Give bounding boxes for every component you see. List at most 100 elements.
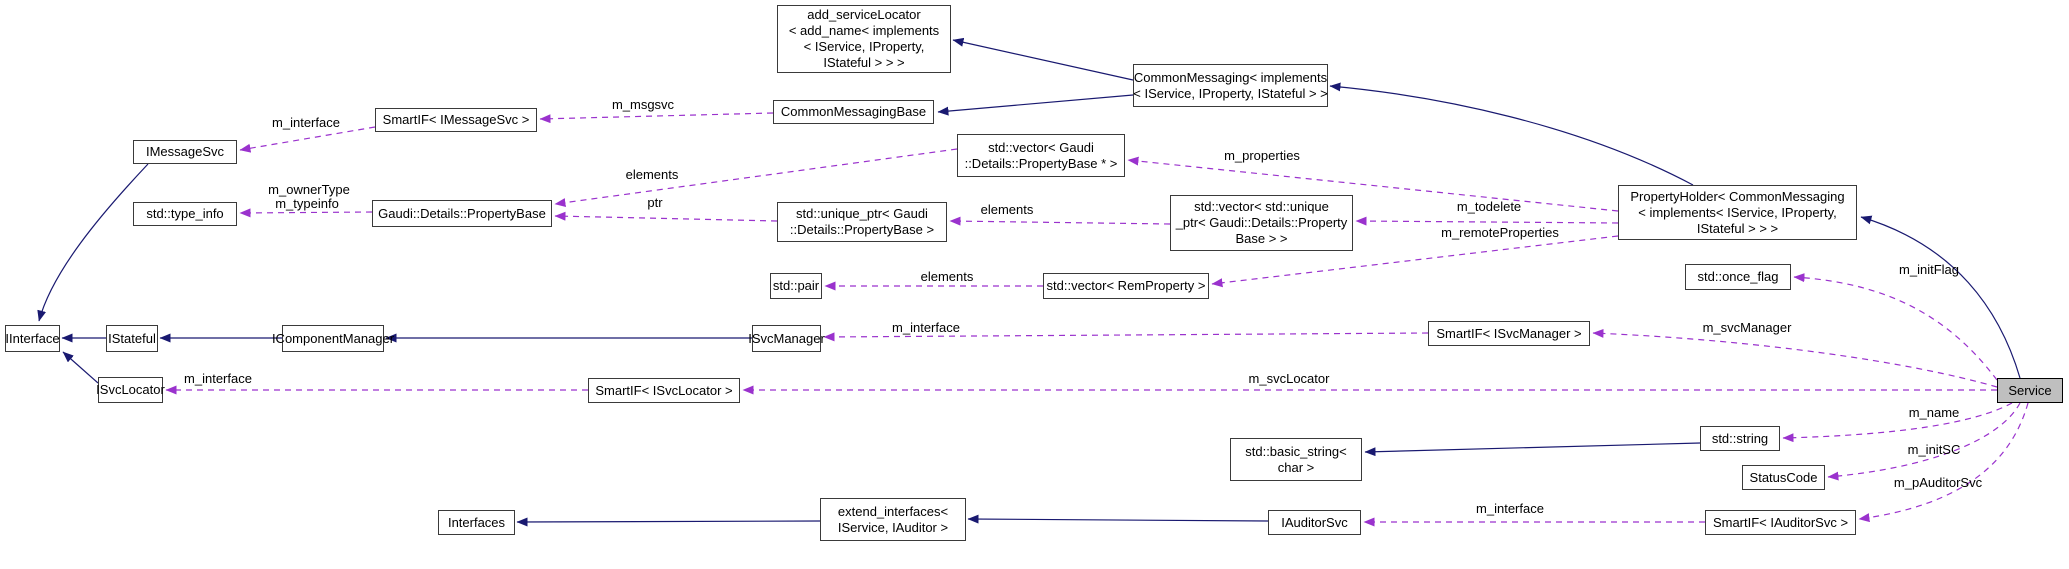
- node-label-line: IStateful > > >: [1696, 220, 1779, 236]
- edge-std-string-to-basic-string: [1364, 442, 1701, 457]
- node-basic-string: std::basic_string<char >: [1230, 438, 1362, 481]
- edge-label-m_pAuditorSvc: m_pAuditorSvc: [1893, 475, 1983, 490]
- edge-vector-unique-ptr-to-unique-ptr-propertybase: [949, 216, 1171, 226]
- node-add-servicelocator[interactable]: add_serviceLocator< add_name< implements…: [777, 5, 951, 73]
- node-icomponentmanager[interactable]: IComponentManager: [272, 325, 394, 352]
- edge-service-to-propertyholder: [1860, 215, 2021, 379]
- edge-isvclocator-to-iinterface: [62, 351, 99, 384]
- node-label-line: Service: [2008, 382, 2052, 398]
- node-common-messaging[interactable]: CommonMessaging< implements< IService, I…: [1133, 64, 1328, 107]
- edge-label-m_todelete: m_todelete: [1456, 199, 1522, 214]
- edge-label-m_name: m_name: [1908, 405, 1960, 420]
- edge-service-to-smartif-isvcmanager: [1592, 328, 1998, 388]
- edge-service-to-std-once-flag: [1793, 273, 1998, 381]
- node-label-line: CommonMessagingBase: [780, 104, 927, 119]
- node-iauditorsvc[interactable]: IAuditorSvc: [1268, 510, 1361, 535]
- node-interfaces[interactable]: Interfaces: [438, 510, 515, 535]
- node-label-line: std::unique_ptr< Gaudi: [796, 206, 928, 221]
- edge-label-m_remoteProperties: m_remoteProperties: [1441, 225, 1559, 240]
- edge-propertyholder-to-vector-unique-ptr: [1355, 216, 1619, 226]
- edge-service-to-statuscode: [1827, 402, 2021, 481]
- node-label-line: SmartIF< IAuditorSvc >: [1712, 514, 1849, 530]
- node-label-line: SmartIF< ISvcManager >: [1436, 325, 1582, 341]
- node-smartif-iauditorsvc[interactable]: SmartIF< IAuditorSvc >: [1705, 510, 1856, 535]
- edge-label-m_initSC: m_initSC: [1907, 442, 1961, 457]
- node-label-line: extend_interfaces<: [837, 503, 949, 519]
- node-label-line: ISvcLocator: [96, 382, 165, 397]
- node-statuscode[interactable]: StatusCode: [1742, 465, 1825, 490]
- node-label-line: IInterface: [5, 330, 60, 346]
- node-label-line: CommonMessaging< implements: [1133, 69, 1328, 85]
- edge-label-elements: elements: [625, 167, 679, 182]
- node-imessagesvc[interactable]: IMessageSvc: [133, 140, 237, 164]
- node-smartif-isvcmanager[interactable]: SmartIF< ISvcManager >: [1428, 321, 1590, 346]
- edge-label-m_typeinfo: m_typeinfo: [275, 196, 339, 211]
- node-label-line: SmartIF< IMessageSvc >: [382, 112, 530, 127]
- node-label-line: std::once_flag: [1697, 269, 1779, 284]
- node-label-line: Gaudi::Details::PropertyBase: [378, 205, 546, 221]
- node-smartif-isvclocator[interactable]: SmartIF< ISvcLocator >: [588, 378, 740, 403]
- node-propertyholder[interactable]: PropertyHolder< CommonMessaging< impleme…: [1618, 185, 1857, 240]
- edge-common-messaging-to-add-servicelocator: [952, 37, 1134, 81]
- node-smartif-imessagesvc[interactable]: SmartIF< IMessageSvc >: [375, 108, 537, 132]
- node-label-line: std::basic_string<: [1245, 443, 1347, 459]
- node-iinterface[interactable]: IInterface: [5, 325, 60, 352]
- edge-label-elements: elements: [980, 202, 1034, 217]
- node-label-line: std::vector< Gaudi: [988, 139, 1094, 155]
- node-label-line: std::pair: [772, 278, 820, 293]
- node-label-line: std::vector< std::unique: [1194, 199, 1329, 214]
- node-label-line: SmartIF< ISvcLocator >: [595, 382, 733, 398]
- node-std-pair: std::pair: [770, 273, 822, 299]
- edge-gaudi-propertybase-to-std-type-info: [239, 208, 373, 218]
- edge-label-m_msgsvc: m_msgsvc: [611, 97, 675, 112]
- node-label-line: IService, IAuditor >: [837, 519, 949, 535]
- node-label-line: IStateful > > >: [823, 55, 905, 70]
- node-unique-ptr-propertybase: std::unique_ptr< Gaudi::Details::Propert…: [777, 202, 947, 242]
- node-istateful[interactable]: IStateful: [106, 325, 158, 352]
- node-label-line: IAuditorSvc: [1281, 514, 1348, 530]
- edge-label-m_initFlag: m_initFlag: [1899, 262, 1959, 277]
- edge-imessagesvc-to-iinterface: [37, 163, 149, 322]
- node-label-line: < add_name< implements: [788, 23, 940, 38]
- node-label-line: std::vector< RemProperty >: [1046, 278, 1206, 293]
- edge-smartif-isvcmanager-to-isvcmanager: [823, 332, 1429, 342]
- node-isvcmanager[interactable]: ISvcManager: [748, 325, 825, 352]
- node-label-line: < implements< IService, IProperty,: [1638, 204, 1837, 220]
- edge-label-m_interface: m_interface: [272, 115, 340, 130]
- edge-extend-interfaces-to-interfaces: [516, 517, 821, 527]
- node-std-string: std::string: [1700, 426, 1780, 451]
- node-label-line: add_serviceLocator: [807, 7, 921, 22]
- edge-iauditorsvc-to-extend-interfaces: [967, 514, 1269, 524]
- edge-label-m_interface: m_interface: [184, 371, 252, 386]
- node-label-line: ISvcManager: [748, 330, 825, 346]
- node-label-line: std::string: [1711, 430, 1769, 446]
- edge-propertyholder-to-vector-propertybase-ptr: [1127, 156, 1619, 212]
- node-common-messaging-base[interactable]: CommonMessagingBase: [773, 100, 934, 124]
- edge-propertyholder-to-vector-remproperty: [1211, 235, 1619, 288]
- node-vector-unique-ptr: std::vector< std::unique_ptr< Gaudi::Det…: [1170, 195, 1353, 251]
- node-extend-interfaces[interactable]: extend_interfaces<IService, IAuditor >: [820, 498, 966, 541]
- edge-smartif-imessagesvc-to-imessagesvc: [239, 126, 376, 153]
- node-std-type-info: std::type_info: [133, 202, 237, 226]
- edge-label-ptr: ptr: [647, 195, 663, 210]
- node-label-line: StatusCode: [1749, 469, 1818, 485]
- edge-unique-ptr-propertybase-to-gaudi-propertybase: [554, 211, 778, 222]
- node-label-line: PropertyHolder< CommonMessaging: [1630, 188, 1845, 204]
- edge-common-messaging-base-to-smartif-imessagesvc: [539, 112, 774, 124]
- node-label-line: Base > >: [1235, 231, 1288, 246]
- edge-label-m_svcLocator: m_svcLocator: [1248, 371, 1330, 386]
- node-isvclocator[interactable]: ISvcLocator: [96, 377, 165, 403]
- node-gaudi-propertybase[interactable]: Gaudi::Details::PropertyBase: [372, 200, 552, 227]
- edge-label-m_ownerType: m_ownerType: [268, 182, 350, 197]
- node-label-line: char >: [1277, 459, 1315, 475]
- edge-label-m_interface: m_interface: [1476, 501, 1544, 516]
- node-label-line: < IService, IProperty, IStateful > >: [1133, 85, 1328, 101]
- node-vector-remproperty: std::vector< RemProperty >: [1043, 273, 1209, 299]
- node-service: Service: [1997, 378, 2063, 403]
- edge-label-m_svcManager: m_svcManager: [1702, 320, 1792, 335]
- edge-service-to-smartif-iauditorsvc: [1858, 402, 2029, 523]
- edge-label-m_interface: m_interface: [892, 320, 960, 335]
- node-label-line: Interfaces: [447, 514, 506, 530]
